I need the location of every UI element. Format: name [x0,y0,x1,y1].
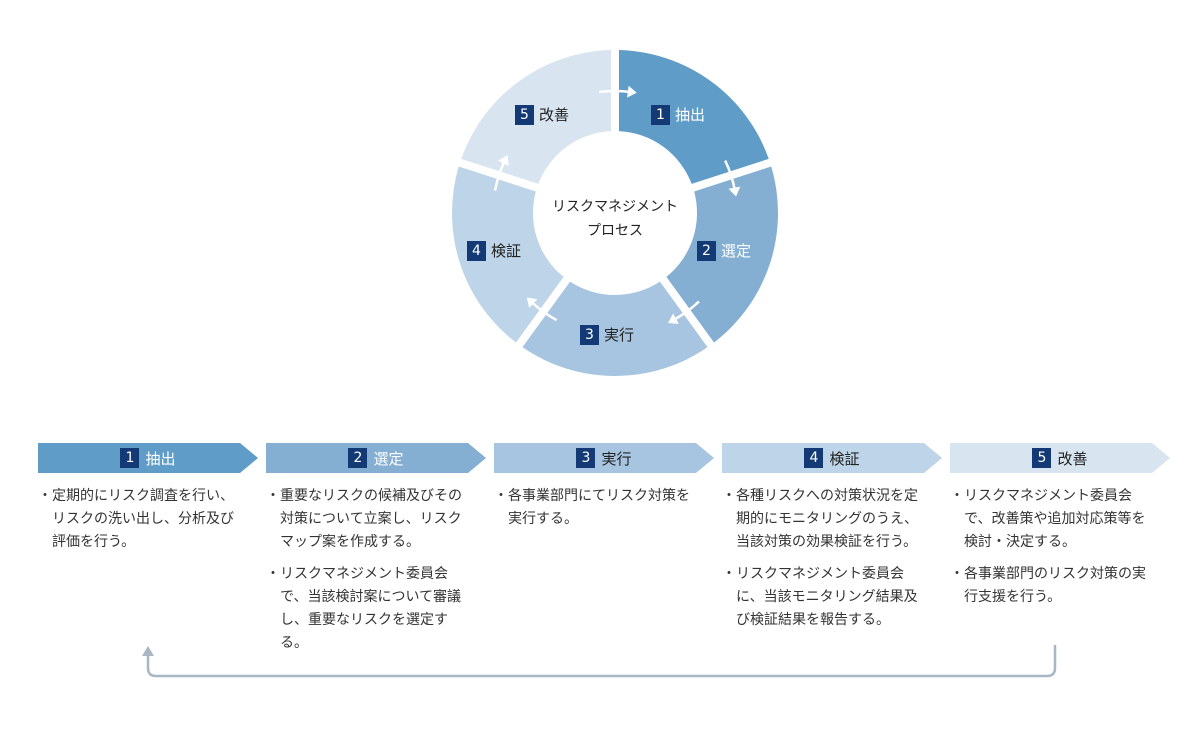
cycle-arrow-line [599,89,631,94]
cycle-arrow-head-icon [668,313,679,324]
step-description-verify: ・各種リスクへの対策状況を定期的にモニタリングのうえ、当該対策の効果検証を行う。… [722,488,918,628]
cycle-segment-improve [461,50,612,184]
cycle-center-title: リスクマネジメント プロセス [552,199,678,239]
step-description-select: ・重要なリスクの候補及びその対策について立案し、リスクマップ案を作成する。 ・リ… [266,488,462,651]
cycle-segment-verify [452,166,564,343]
cycle-arrow-head-icon [627,85,637,98]
cycle-arrow-head-icon [498,155,509,166]
step-description-execute: ・各事業部門にてリスク対策を実行する。 [494,488,690,527]
cycle-segment-extract [618,50,769,184]
step-description-improve: ・リスクマネジメント委員会で、改善策や追加対応策等を検討・決定する。 ・各事業部… [950,488,1146,605]
cycle-segment-select [666,166,778,343]
cycle-arrow-head-icon [526,297,538,308]
cycle-segment-execute [522,281,708,376]
cycle-arrow-head-icon [728,186,741,197]
step-description-extract: ・定期的にリスク調査を行い、リスクの洗い出し、分析及び評価を行う。 [38,488,234,550]
